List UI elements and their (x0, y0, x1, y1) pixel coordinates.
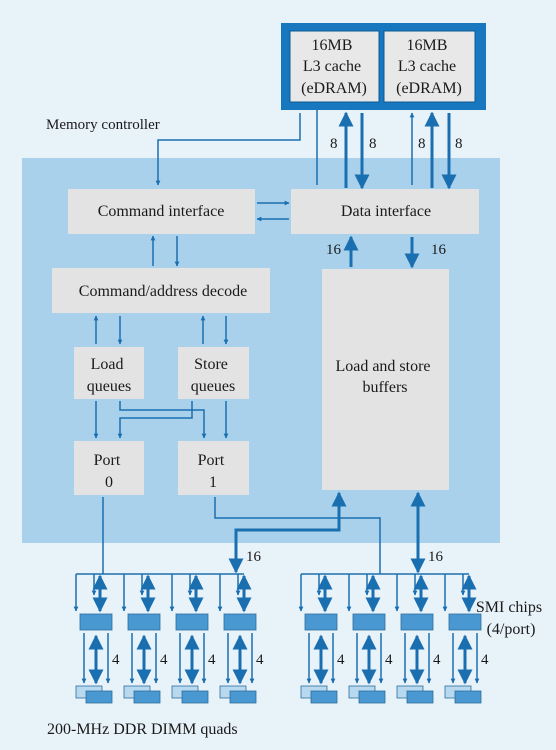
dimm-b-0-1 (133, 690, 161, 704)
dimm-width-label-1-3: 4 (481, 652, 489, 668)
buffer-up-width-label: 16 (326, 242, 342, 258)
store-queues-line2: queues (191, 378, 235, 395)
port-1-line1: Port (198, 452, 225, 469)
load-store-buffers-box (322, 269, 449, 490)
cache1-width-label-b: 8 (369, 136, 377, 152)
dimm-b-1-0 (310, 690, 338, 704)
l3-cache-group: 16MB L3 cache (eDRAM) 16MB L3 cache (eDR… (281, 23, 486, 110)
smi-chip-1-2 (400, 613, 434, 631)
data-interface-box (291, 189, 479, 234)
memory-controller-leader (155, 113, 301, 186)
dimm-width-label-0-1: 4 (160, 652, 168, 668)
dimm-width-label-0-3: 4 (256, 652, 264, 668)
svg-text:SMI chips (4/port): SMI chips (4/port) (476, 599, 546, 638)
port-1-box (178, 441, 249, 495)
smi-dimm-groups: 4 4 4 4 4 4 4 4 (73, 573, 489, 704)
dimm-width-label-1-2: 4 (433, 652, 441, 668)
svg-text:16MB L3 cache (eDR: 16MB L3 cache (eDRAM) (301, 37, 367, 97)
smi-chips-line2: (4/port) (487, 621, 536, 638)
buffer-left-link (228, 491, 347, 574)
data-interface-label: Data interface (341, 203, 431, 220)
smi-chip-0-0 (79, 613, 113, 631)
svg-text:Load queues: Load queues (87, 356, 131, 395)
svg-text:Port 1: Port 1 (198, 452, 229, 491)
load-queues-line2: queues (87, 378, 131, 395)
memory-controller-label: Memory controller (46, 117, 160, 133)
svg-text:16MB L3 cache (eDR: 16MB L3 cache (eDRAM) (396, 37, 462, 97)
load-store-buffers-line1: Load and store (335, 358, 430, 375)
port-0-line1: Port (94, 452, 121, 469)
smi-chip-1-3 (448, 613, 482, 631)
smi-chip-0-2 (175, 613, 209, 631)
load-queues-line1: Load (91, 356, 124, 373)
command-interface-label: Command interface (98, 203, 225, 220)
cache2-width-label-a: 8 (418, 136, 426, 152)
dimm-b-0-2 (181, 690, 209, 704)
cache1-width-label-a: 8 (330, 136, 338, 152)
l3-cache-1-line2: L3 cache (303, 58, 361, 75)
left-group-width-label: 16 (246, 549, 262, 565)
dimm-b-1-1 (358, 690, 386, 704)
dimm-width-label-1-1: 4 (385, 652, 393, 668)
svg-text:Load and store buffers: Load and store buffers (335, 358, 434, 396)
l3-cache-2-line3: (eDRAM) (396, 80, 462, 97)
l3-cache-1-line3: (eDRAM) (301, 80, 367, 97)
smi-chip-1-0 (304, 613, 338, 631)
svg-text:Store queues: Store queues (191, 356, 235, 395)
l3-cache-2-line2: L3 cache (398, 58, 456, 75)
command-address-decode-label: Command/address decode (79, 283, 247, 300)
smi-chip-1-1 (352, 613, 386, 631)
dimm-quads-label: 200-MHz DDR DIMM quads (47, 721, 238, 738)
store-queues-box (178, 347, 249, 399)
port-0-line2: 0 (105, 474, 113, 491)
l3-cache-2-line1: 16MB (407, 37, 448, 54)
command-interface-box (68, 189, 255, 234)
command-address-decode-box (52, 268, 270, 313)
dimm-width-label-1-0: 4 (337, 652, 345, 668)
cache2-width-label-b: 8 (455, 136, 463, 152)
right-group-width-label: 16 (428, 549, 444, 565)
l3-cache-1-line1: 16MB (312, 37, 353, 54)
load-store-buffers-line2: buffers (362, 379, 407, 396)
smi-chip-0-1 (127, 613, 161, 631)
queue-port-links (93, 401, 229, 439)
smi-chip-0-3 (223, 613, 257, 631)
port-1-line2: 1 (209, 474, 217, 491)
port-0-box (74, 441, 144, 495)
dimm-width-label-0-0: 4 (112, 652, 120, 668)
load-queues-box (74, 347, 144, 399)
l3-cache-2-box (383, 30, 476, 103)
dimm-b-0-3 (229, 690, 257, 704)
dimm-b-1-2 (406, 690, 434, 704)
cache-data-links: 8 8 8 8 (316, 110, 463, 190)
store-queues-line1: Store (194, 356, 228, 373)
buffer-down-width-label: 16 (431, 242, 447, 258)
l3-cache-1-box (289, 30, 380, 103)
dimm-width-label-0-2: 4 (208, 652, 216, 668)
dimm-b-0-0 (85, 690, 113, 704)
dimm-b-1-3 (454, 690, 482, 704)
smi-chips-line1: SMI chips (476, 599, 542, 616)
svg-text:Port 0: Port 0 (94, 452, 125, 491)
